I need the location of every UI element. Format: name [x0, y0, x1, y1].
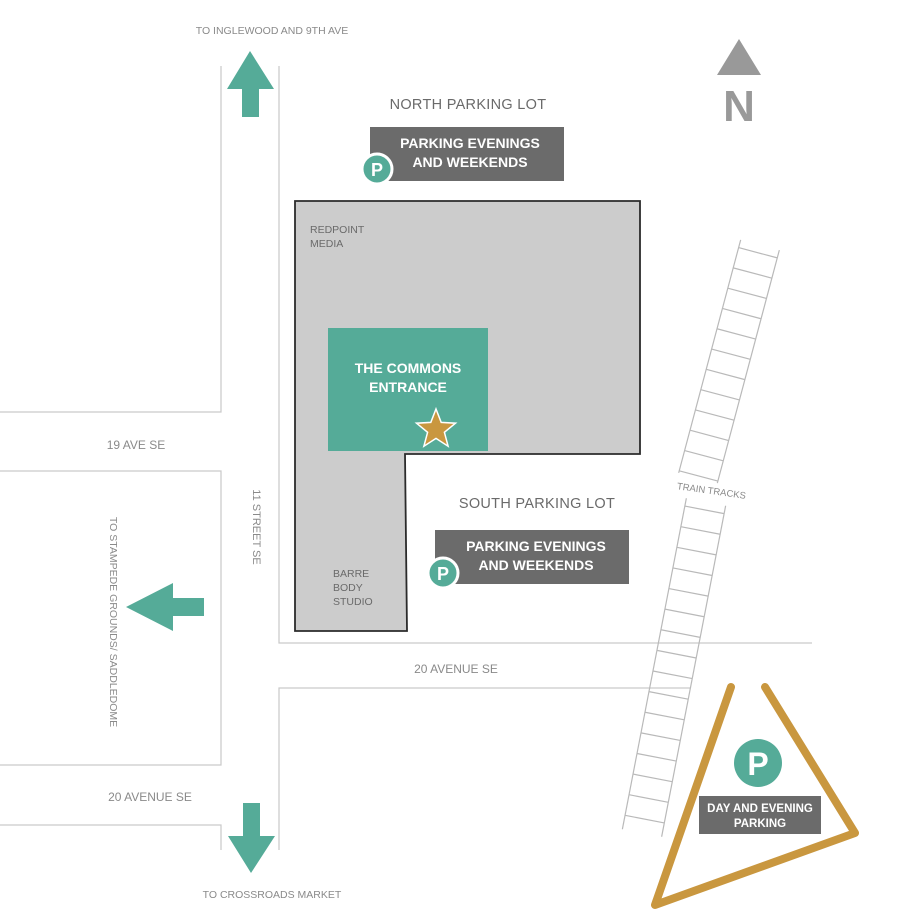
track-tie: [644, 711, 685, 721]
street-label-north-route: TO INGLEWOOD AND 9TH AVE: [196, 25, 348, 37]
east-lot-outline: [651, 683, 859, 909]
tenant-south-line2: BODY: [333, 582, 363, 594]
north-lot-badge-line2: AND WEEKENDS: [412, 154, 527, 170]
track-tie: [706, 368, 746, 381]
track-rail: [661, 505, 727, 837]
track-tie: [684, 505, 725, 515]
arrow-down-icon: [228, 803, 275, 873]
east-lot-badge: [699, 796, 821, 834]
track-tie: [700, 389, 740, 401]
track-tie: [664, 608, 705, 618]
north-lot-parking-letter: P: [371, 160, 383, 180]
street-label-20-ave-east: 20 AVENUE SE: [414, 662, 498, 676]
entrance-star-icon: [414, 406, 458, 448]
track-tie: [722, 307, 762, 320]
arrow-left-icon: [126, 583, 204, 631]
track-tie: [656, 649, 697, 659]
east-lot-parking-letter: P: [747, 746, 768, 782]
track-tie: [684, 449, 724, 462]
arrow-up-icon: [227, 51, 274, 117]
east-lot-badge-line1: DAY AND EVENING: [707, 803, 813, 815]
track-tie: [679, 470, 719, 482]
south-lot-title: SOUTH PARKING LOT: [459, 496, 615, 512]
track-tie: [716, 328, 756, 340]
tenant-south-line1: BARRE: [333, 568, 369, 580]
track-tie: [648, 691, 689, 700]
street-label-west-route: TO STAMPEDE GROUNDS/ SADDLEDOME: [107, 517, 119, 727]
road-edge-nw: [0, 66, 222, 413]
track-tie: [668, 587, 709, 597]
north-arrow-icon: [717, 39, 761, 75]
commons-entrance-block: [328, 328, 488, 451]
track-tie: [624, 814, 665, 824]
street-label-19-ave: 19 AVE SE: [107, 438, 165, 452]
street-label-11-street: 11 STREET SE: [250, 489, 262, 564]
north-lot-parking-icon: [360, 152, 394, 186]
track-tie: [676, 546, 717, 556]
south-lot-parking-letter: P: [437, 564, 449, 584]
road-network: [0, 66, 812, 850]
road-edge-sw: [0, 824, 222, 850]
tenant-north-line2: MEDIA: [310, 238, 343, 250]
track-tie: [636, 752, 677, 762]
track-tie: [672, 567, 713, 577]
road-edge-11st-east: [278, 66, 812, 644]
south-lot-badge: [435, 530, 629, 584]
street-label-south-route: TO CROSSROADS MARKET: [203, 889, 342, 901]
north-lot-title: NORTH PARKING LOT: [390, 97, 547, 113]
track-tie: [689, 429, 729, 442]
entrance-label-line2: ENTRANCE: [369, 379, 447, 395]
track-tie: [680, 526, 721, 535]
track-tie: [711, 348, 751, 360]
track-tie: [738, 247, 778, 259]
track-tie: [733, 267, 773, 279]
south-lot-badge-line2: AND WEEKENDS: [478, 557, 593, 573]
north-lot-badge-line1: PARKING EVENINGS: [400, 135, 540, 151]
south-lot-badge-line1: PARKING EVENINGS: [466, 538, 606, 554]
entrance-label-line1: THE COMMONS: [355, 360, 462, 376]
track-tie: [727, 287, 767, 300]
track-tie: [660, 629, 701, 638]
track-tie: [652, 670, 693, 680]
north-lot-badge: [370, 127, 564, 181]
track-rail: [678, 239, 742, 474]
tenant-south-line3: STUDIO: [333, 596, 373, 608]
track-tie: [628, 794, 669, 803]
track-tie: [632, 773, 673, 783]
track-tie: [640, 732, 681, 742]
road-edge-west-block: [0, 470, 222, 766]
train-tracks: [621, 239, 780, 837]
street-label-20-ave-west: 20 AVENUE SE: [108, 790, 192, 804]
track-rail: [716, 249, 780, 484]
compass-letter: N: [723, 82, 755, 131]
east-lot-parking-icon: [734, 739, 782, 787]
road-edge-20ave-south: [278, 687, 690, 850]
east-lot-badge-line2: PARKING: [734, 818, 786, 830]
south-lot-parking-icon: [426, 556, 460, 590]
track-tie: [695, 409, 735, 421]
tenant-north-line1: REDPOINT: [310, 224, 365, 236]
